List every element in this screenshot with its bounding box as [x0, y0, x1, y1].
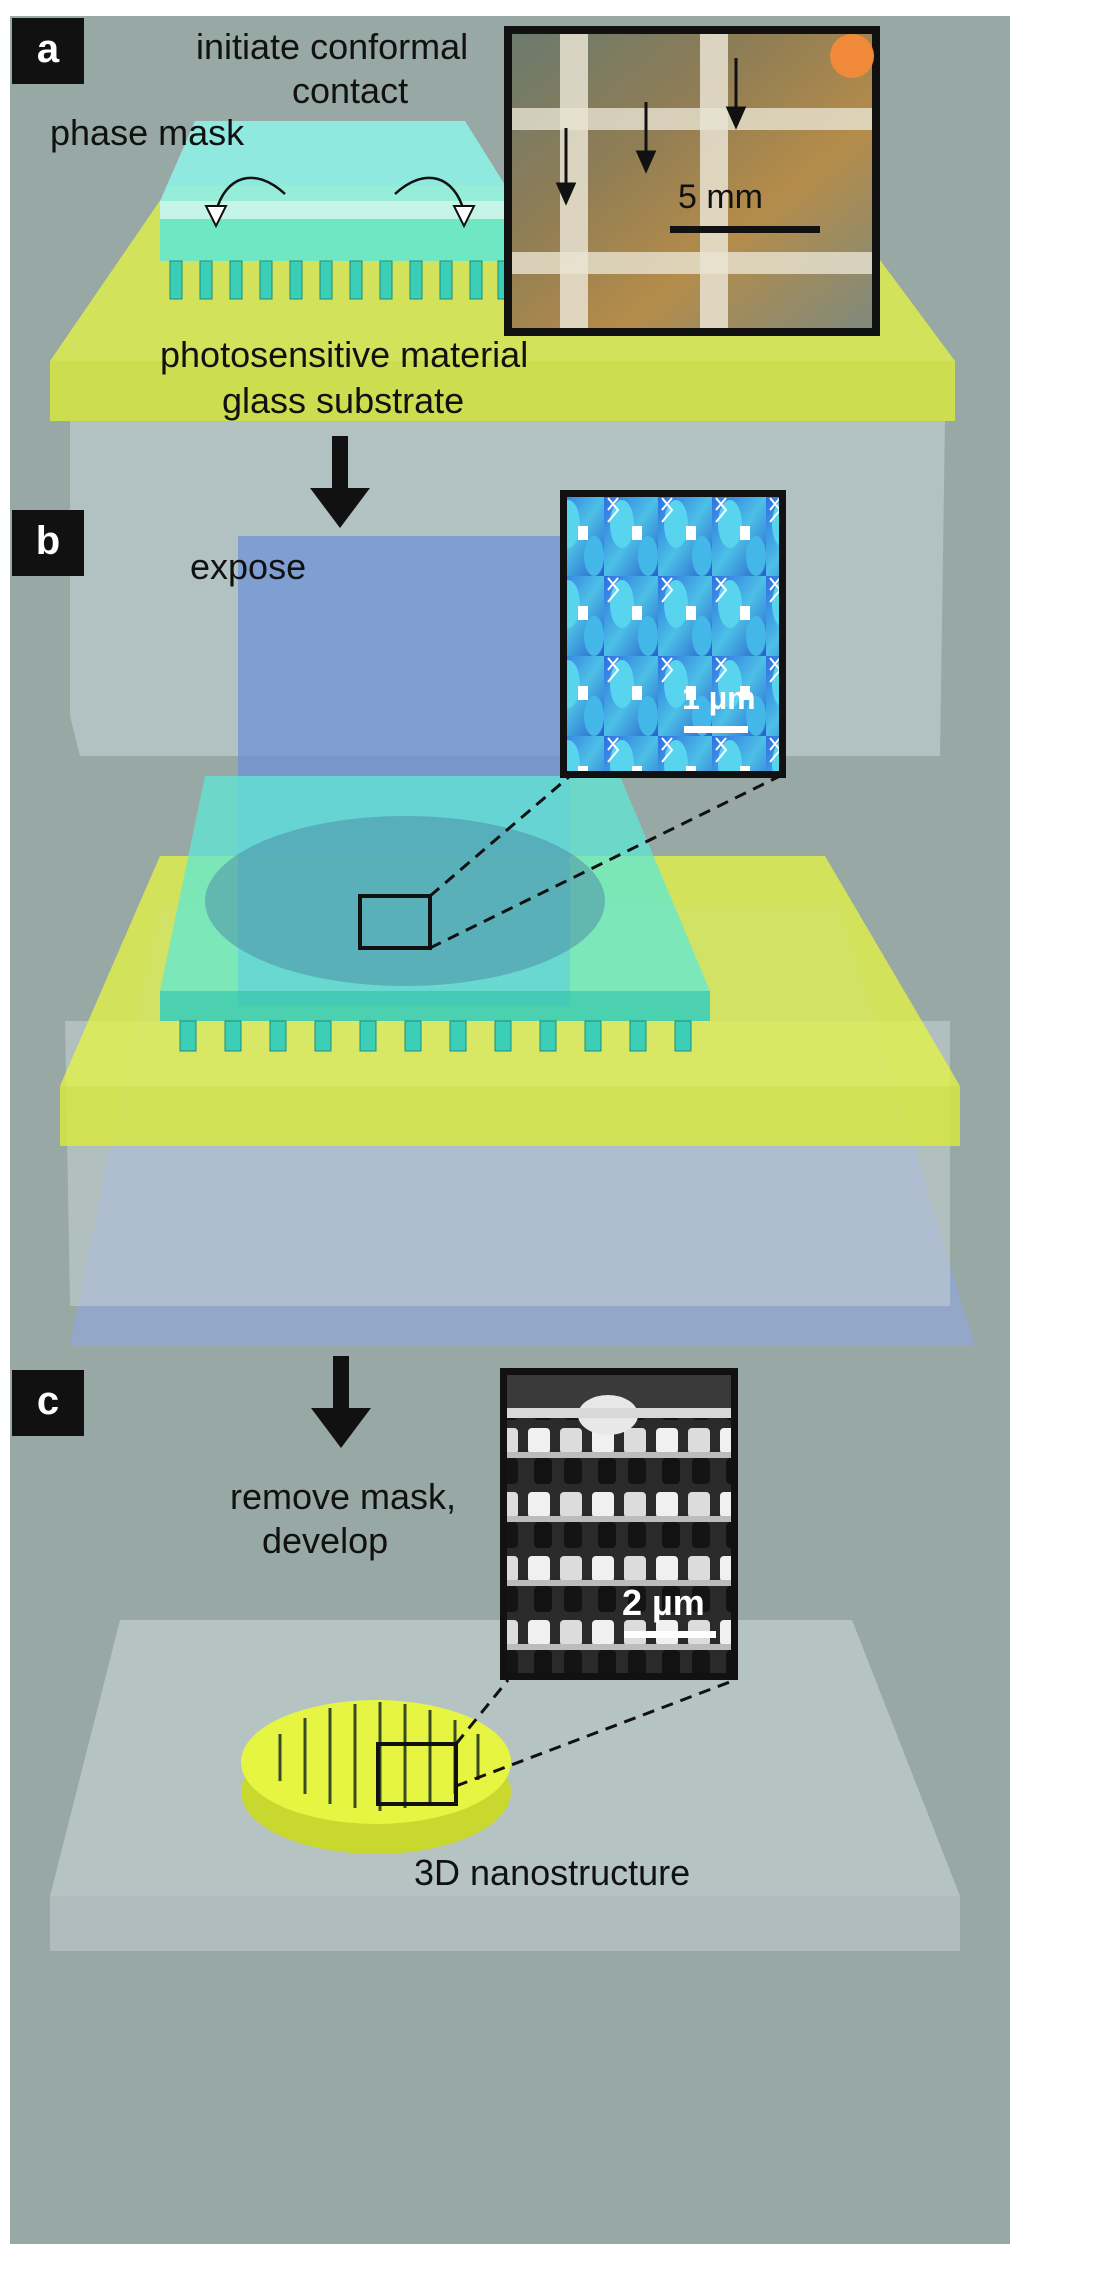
- panel-b-mask-front: [160, 991, 710, 1021]
- panel-a-curved-arrow-left: [214, 176, 286, 213]
- panel-c-scale-bar: [624, 1631, 716, 1638]
- panel-c-zoom-line-bottom: [455, 1678, 736, 1788]
- panel-c-glass-front: [50, 1896, 960, 1951]
- panel-a-step-label-line1: initiate conformal: [196, 26, 469, 67]
- panel-c-zoom-line-top: [454, 1679, 510, 1745]
- panel-a-scale-label: 5 mm: [678, 178, 763, 216]
- panel-c-result-label: 3D nanostructure: [414, 1852, 691, 1893]
- panel-a-photoresist-front: [50, 361, 955, 421]
- panel-a-mask-posts: [169, 260, 511, 300]
- panel-b-zoom-line-top: [429, 774, 571, 898]
- panel-a-inset-arrows: [555, 58, 747, 206]
- panel-b-inset: [560, 490, 786, 778]
- panel-b-photoresist-front: [60, 1086, 960, 1146]
- panel-a-curved-arrow-right: [394, 176, 466, 213]
- panel-c-scale-label: 2 µm: [622, 1582, 705, 1623]
- panel-c-inset: [500, 1368, 738, 1680]
- panel-a-inset-photo: [504, 26, 880, 336]
- panel-a-mask-highlight: [160, 201, 515, 219]
- panel-c-scene: [50, 1620, 960, 1951]
- panel-a-mask-label: phase mask: [50, 112, 245, 153]
- panel-b-mask-posts: [179, 1020, 692, 1052]
- panel-a-curved-arrow-right-head: [452, 205, 476, 229]
- panel-badge-c: c: [12, 1370, 84, 1436]
- panel-c-step-label-line1: remove mask,: [230, 1476, 457, 1517]
- panel-a-mask-top: [160, 121, 515, 201]
- panel-badge-a: a: [12, 18, 84, 84]
- panel-b-scene: [60, 536, 975, 1346]
- panel-a-curved-arrow-left-head: [204, 205, 228, 229]
- figure: a b c initiate conformal contact phase m…: [10, 16, 1010, 2244]
- figure-artwork: [50, 26, 975, 1951]
- arrow-b-to-c: [311, 1356, 371, 1448]
- arrow-a-to-b: [310, 436, 370, 528]
- panel-badge-b: b: [12, 510, 84, 576]
- panel-b-zoom-box: [358, 894, 432, 950]
- panel-a-scale-bar: [670, 226, 820, 233]
- panel-b-scale-label: 1 µm: [682, 680, 756, 716]
- panel-b-step-label: expose: [190, 546, 307, 587]
- panel-b-exposed-region: [205, 816, 605, 986]
- panel-a-step-label-line2: contact: [292, 70, 409, 111]
- panel-b-scale-bar: [684, 726, 748, 733]
- panel-a-material-label: photosensitive material: [160, 334, 529, 375]
- panel-c-zoom-box: [376, 1742, 458, 1806]
- panel-b-zoom-line-bottom: [429, 774, 781, 950]
- panel-c-step-label-line2: develop: [262, 1520, 389, 1561]
- panel-a-substrate-label: glass substrate: [222, 380, 465, 421]
